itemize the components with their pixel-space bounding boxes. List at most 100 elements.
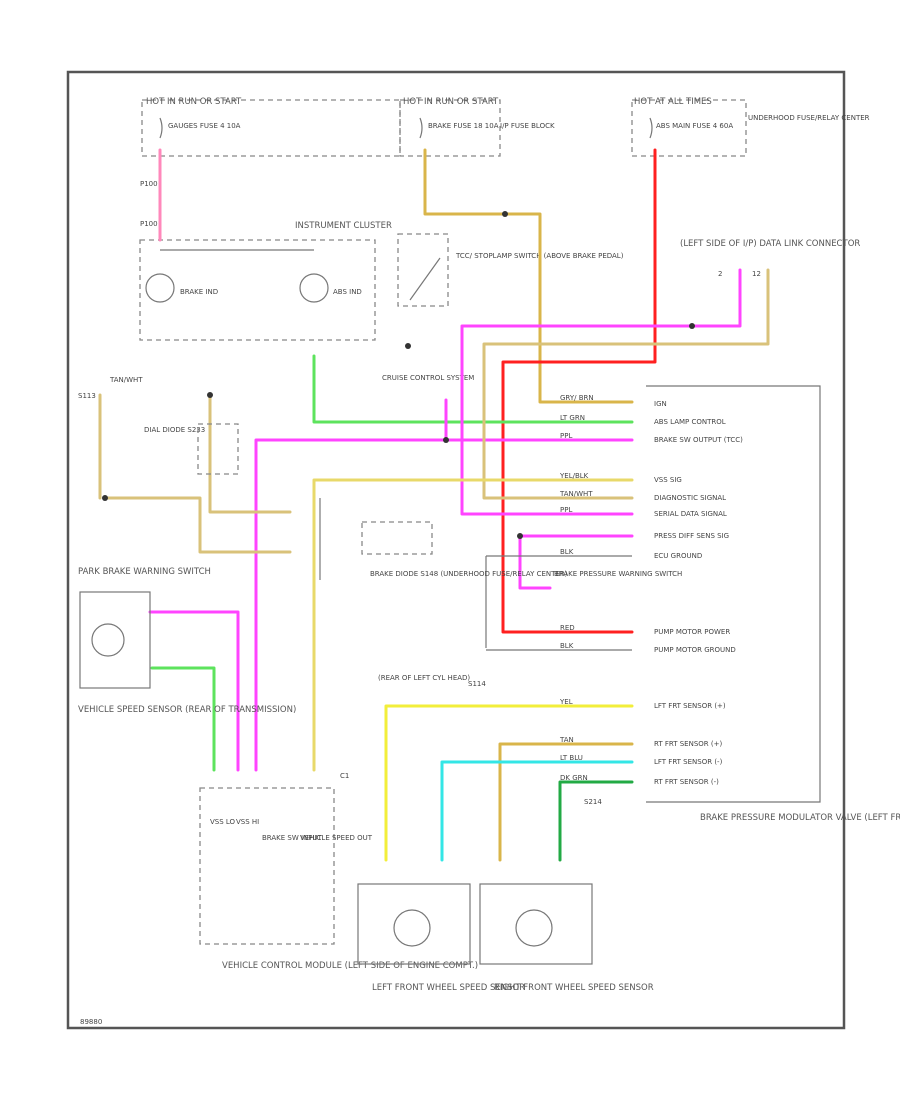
wire-label: PPL bbox=[560, 506, 572, 514]
modulator-pin: DIAGNOSTIC SIGNAL bbox=[654, 494, 726, 502]
rear-cyl-label: (REAR OF LEFT CYL HEAD) bbox=[378, 674, 470, 682]
park-brake-switch-body bbox=[79, 591, 151, 689]
lf-sensor-label: LEFT FRONT WHEEL SPEED SENSOR bbox=[372, 983, 525, 993]
modulator-pin: SERIAL DATA SIGNAL bbox=[654, 510, 727, 518]
wire-label: TAN bbox=[559, 736, 574, 744]
fuse-block-1-hot: HOT IN RUN OR START bbox=[146, 97, 242, 107]
splice-dot bbox=[689, 323, 695, 329]
wire-label: YEL/BLK bbox=[559, 472, 589, 480]
instrument-cluster-box bbox=[139, 239, 376, 341]
fuse-block-2-hot: HOT IN RUN OR START bbox=[403, 97, 499, 107]
wire-label: PPL bbox=[560, 432, 572, 440]
fuse-block-3-hot: HOT AT ALL TIMES bbox=[634, 97, 712, 107]
fuse-block-2 bbox=[399, 99, 501, 157]
wire-park-brake-ppl bbox=[148, 610, 240, 772]
modulator-pin: LFT FRT SENSOR (-) bbox=[654, 758, 723, 766]
wire-label: YEL bbox=[559, 698, 573, 706]
wire-grounds-blk bbox=[485, 555, 632, 651]
wire-label: RED bbox=[560, 624, 575, 632]
fuse-2-location: I/P FUSE BLOCK bbox=[500, 122, 555, 130]
splice-s214: S214 bbox=[584, 798, 602, 806]
park-brake-label: PARK BRAKE WARNING SWITCH bbox=[78, 567, 211, 577]
vcm-label: VEHICLE CONTROL MODULE (LEFT SIDE OF ENG… bbox=[222, 961, 478, 971]
dlc-pin-2: 2 bbox=[718, 270, 722, 278]
vss-label: VEHICLE SPEED SENSOR (REAR OF TRANSMISSI… bbox=[78, 705, 296, 715]
wire-serial-tan-wht bbox=[482, 268, 770, 500]
diagram-frame bbox=[66, 70, 846, 1030]
wire-vss-yel-blk bbox=[312, 478, 634, 772]
lf-sensor-icon bbox=[393, 909, 431, 947]
fuse-3-location: UNDERHOOD FUSE/RELAY CENTER bbox=[748, 114, 870, 122]
instrument-cluster-label: INSTRUMENT CLUSTER bbox=[295, 221, 392, 231]
modulator-pin: PUMP MOTOR POWER bbox=[654, 628, 730, 636]
modulator-pin: LFT FRT SENSOR (+) bbox=[654, 702, 726, 710]
dlc-label: (LEFT SIDE OF I/P) DATA LINK CONNECTOR bbox=[680, 239, 860, 249]
wire-label: LT BLU bbox=[560, 754, 583, 762]
wire-rf-sensor-plus-tan bbox=[498, 742, 634, 862]
vcm-pin-vss-lo: VSS LO bbox=[210, 818, 236, 826]
modulator-pin: ABS LAMP CONTROL bbox=[654, 418, 726, 426]
wire-tan-wht-1 bbox=[208, 393, 292, 514]
abs-indicator-lamp-icon bbox=[299, 273, 329, 303]
wire-label: BLK bbox=[560, 642, 574, 650]
fuse-icons bbox=[159, 117, 653, 139]
pressure-switch-label: BRAKE PRESSURE WARNING SWITCH bbox=[554, 570, 682, 578]
wire-label: LT GRN bbox=[560, 414, 585, 422]
modulator-pin: RT FRT SENSOR (-) bbox=[654, 778, 719, 786]
dial-diode-box bbox=[197, 423, 239, 475]
fuse-3-label: ABS MAIN FUSE 4 60A bbox=[656, 122, 733, 130]
wire-diag-ppl bbox=[460, 268, 742, 516]
fuse-block-1 bbox=[141, 99, 401, 157]
modulator-pin-list: IGN ABS LAMP CONTROL BRAKE SW OUTPUT (TC… bbox=[654, 400, 743, 786]
stoplamp-switch-box bbox=[397, 233, 449, 307]
vcm-box bbox=[199, 787, 335, 945]
splice-s114: S114 bbox=[468, 680, 486, 688]
modulator-pin: PUMP MOTOR GROUND bbox=[654, 646, 736, 654]
vcm-connector: C1 bbox=[340, 772, 349, 780]
fuse-block-3 bbox=[631, 99, 747, 157]
splice-dot bbox=[405, 343, 411, 349]
brake-diode-label: BRAKE DIODE S148 (UNDERHOOD FUSE/RELAY C… bbox=[370, 570, 568, 578]
wire-abs-lamp-lt-grn bbox=[312, 354, 634, 424]
cruise-control-label: CRUISE CONTROL SYSTEM bbox=[382, 374, 474, 382]
wire-pressure-switch-ppl bbox=[518, 534, 552, 590]
modulator-pin: IGN bbox=[654, 400, 667, 408]
wire-rf-sensor-minus-dkgrn bbox=[558, 780, 634, 862]
vcm-pin-vehicle-speed: VEHICLE SPEED OUT bbox=[300, 834, 373, 842]
vcm-pin-vss-hi: VSS HI bbox=[236, 818, 259, 826]
dial-diode-label: DIAL DIODE S233 bbox=[144, 426, 205, 434]
abs-ind-label: ABS IND bbox=[333, 288, 362, 296]
dlc-pin-12: 12 bbox=[752, 270, 761, 278]
stoplamp-switch-contact bbox=[409, 257, 441, 301]
rf-sensor-icon bbox=[515, 909, 553, 947]
splice-dot bbox=[502, 211, 508, 217]
fuse-2-label: BRAKE FUSE 18 10A bbox=[428, 122, 499, 130]
vcm-pin-brake-sw: BRAKE SW INPUT bbox=[262, 834, 323, 842]
cluster-pin-a: P100 bbox=[140, 180, 158, 188]
modulator-pin: ECU GROUND bbox=[654, 552, 702, 560]
modulator-pin: BRAKE SW OUTPUT (TCC) bbox=[654, 436, 743, 444]
splice-tan-wht: TAN/WHT bbox=[109, 376, 143, 384]
brake-indicator-lamp-icon bbox=[145, 273, 175, 303]
wire-lf-sensor-minus-ltblu bbox=[440, 760, 634, 862]
brake-ind-label: BRAKE IND bbox=[180, 288, 218, 296]
modulator-pin: PRESS DIFF SENS SIG bbox=[654, 532, 729, 540]
splice-dot bbox=[102, 495, 108, 501]
cluster-pin-b: P100 bbox=[140, 220, 158, 228]
modulator-label: BRAKE PRESSURE MODULATOR VALVE (LEFT FRO… bbox=[700, 813, 900, 823]
splice-dot bbox=[443, 437, 449, 443]
brake-diode-box bbox=[361, 521, 433, 555]
splice-dot bbox=[517, 533, 523, 539]
fuse-1-label: GAUGES FUSE 4 10A bbox=[168, 122, 241, 130]
wire-label: DK GRN bbox=[560, 774, 588, 782]
splice-dot bbox=[207, 392, 213, 398]
modulator-pin: RT FRT SENSOR (+) bbox=[654, 740, 722, 748]
rf-sensor-label: RIGHT FRONT WHEEL SPEED SENSOR bbox=[494, 983, 654, 993]
splice-s113: S113 bbox=[78, 392, 96, 400]
wire-label: BLK bbox=[560, 548, 574, 556]
lf-sensor-body bbox=[357, 883, 471, 965]
park-brake-switch-icon bbox=[91, 623, 125, 657]
wire-tan-wht-2 bbox=[103, 496, 292, 554]
rf-sensor-body bbox=[479, 883, 593, 965]
